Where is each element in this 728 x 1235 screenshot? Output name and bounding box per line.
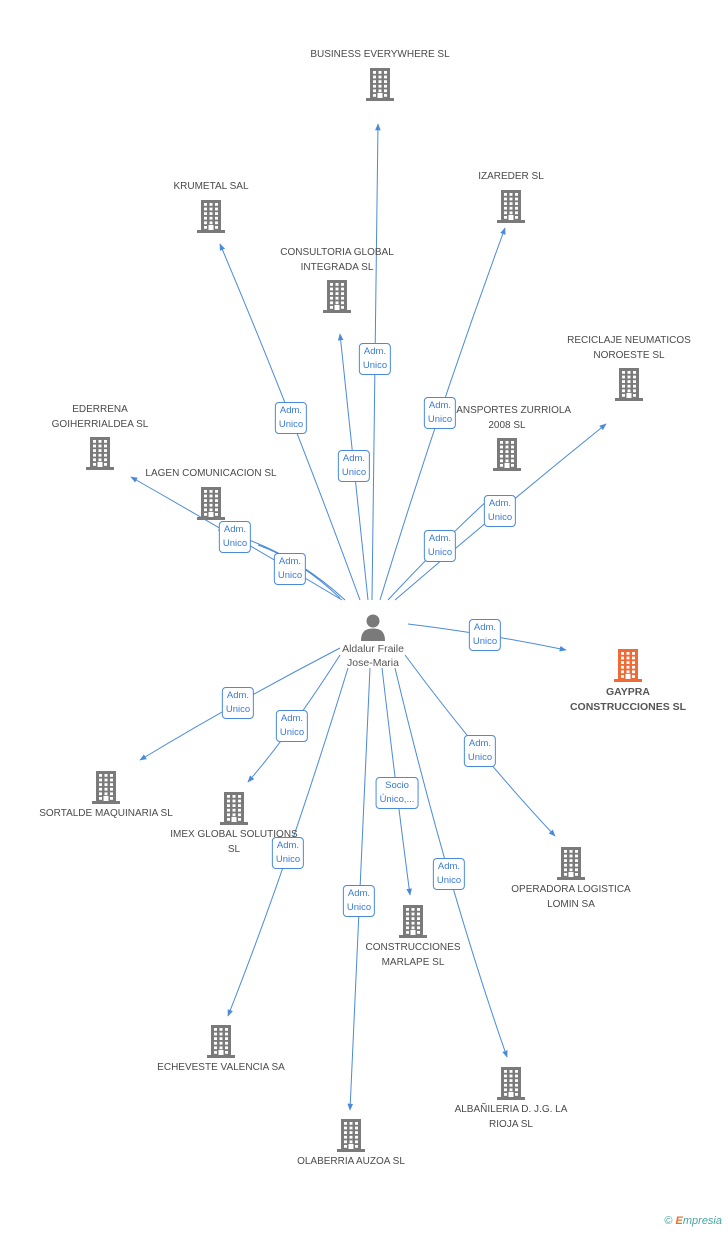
relation-label-lagen[interactable]: Adm.Unico [273,553,307,585]
company-node-marlape[interactable]: CONSTRUCCIONES MARLAPE SL [343,904,483,970]
company-node-lagen[interactable]: LAGEN COMUNICACION SL [141,467,281,520]
company-name: RECICLAJE NEUMATICOS NOROESTE SL [567,335,691,361]
company-name: BUSINESS EVERYWHERE SL [310,49,450,60]
company-node-krumetal[interactable]: KRUMETAL SAL [141,180,281,233]
company-name: KRUMETAL SAL [173,181,249,192]
building-icon [399,905,427,938]
building-icon [493,438,521,471]
building-icon [337,1119,365,1152]
brand-initial: E [675,1215,683,1227]
relation-label-transportes[interactable]: Adm.Unico [423,530,457,562]
relation-label-albanileria[interactable]: Adm.Unico [432,858,466,890]
company-name: OLABERRIA AUZOA SL [297,1156,405,1167]
company-node-gaypra[interactable]: GAYPRA CONSTRUCCIONES SL [558,648,698,714]
relation-label-izareder[interactable]: Adm.Unico [423,397,457,429]
relation-label-reciclaje[interactable]: Adm.Unico [483,495,517,527]
building-icon [497,1067,525,1100]
company-node-imex[interactable]: IMEX GLOBAL SOLUTIONS SL [164,791,304,857]
company-node-reciclaje[interactable]: RECICLAJE NEUMATICOS NOROESTE SL [559,334,699,401]
company-node-ederrena[interactable]: EDERRENA GOIHERRIALDEA SL [30,403,170,470]
relation-label-gaypra[interactable]: Adm.Unico [468,619,502,651]
company-node-echeveste[interactable]: ECHEVESTE VALENCIA SA [151,1024,291,1076]
building-icon [614,649,642,682]
company-name: GAYPRA CONSTRUCCIONES SL [569,686,687,713]
company-name: LAGEN COMUNICACION SL [145,468,277,479]
building-icon [197,199,225,233]
building-icon [366,67,394,101]
company-node-transportes[interactable]: TRANSPORTES ZURRIOLA 2008 SL [437,404,577,471]
company-node-operadora[interactable]: OPERADORA LOGISTICA LOMIN SA [501,846,641,912]
relation-label-ederrena[interactable]: Adm.Unico [218,521,252,553]
building-icon [323,280,351,313]
building-icon [557,847,585,880]
relation-label-operadora[interactable]: Adm.Unico [463,735,497,767]
relation-label-echeveste[interactable]: Adm.Unico [271,837,305,869]
company-node-izareder[interactable]: IZAREDER SL [441,170,581,223]
company-name: EDERRENA GOIHERRIALDEA SL [51,404,149,430]
relation-label-imex[interactable]: Adm.Unico [275,710,309,742]
building-icon [497,189,525,223]
relation-label-olaberria[interactable]: Adm.Unico [342,885,376,917]
building-icon [86,437,114,470]
relation-label-sortalde[interactable]: Adm.Unico [221,687,255,719]
building-icon [92,771,120,804]
credit: © Empresia [664,1215,722,1227]
building-icon [207,1025,235,1058]
building-icon [197,486,225,520]
company-name: SORTALDE MAQUINARIA SL [39,808,173,819]
company-node-sortalde[interactable]: SORTALDE MAQUINARIA SL [36,770,176,822]
company-node-albanileria[interactable]: ALBAÑILERIA D. J.G. LA RIOJA SL [441,1066,581,1132]
copyright-symbol: © [664,1215,673,1227]
company-name: ALBAÑILERIA D. J.G. LA RIOJA SL [454,1104,568,1130]
company-node-olaberria[interactable]: OLABERRIA AUZOA SL [281,1118,421,1170]
company-name: OPERADORA LOGISTICA LOMIN SA [511,884,631,910]
building-icon [615,368,643,401]
relation-label-consultoria[interactable]: Adm.Unico [337,450,371,482]
person-name: Aldalur Fraile Jose-Maria [342,643,404,669]
company-node-consultoria[interactable]: CONSULTORIA GLOBAL INTEGRADA SL [267,246,407,313]
company-name: TRANSPORTES ZURRIOLA 2008 SL [442,405,572,431]
company-name: ECHEVESTE VALENCIA SA [157,1062,285,1073]
relation-label-business[interactable]: Adm.Unico [358,343,392,375]
company-node-business[interactable]: BUSINESS EVERYWHERE SL [310,48,450,101]
company-name: IZAREDER SL [478,171,544,182]
person-node[interactable]: Aldalur Fraile Jose-Maria [328,612,418,670]
building-icon [220,792,248,825]
company-name: CONSTRUCCIONES MARLAPE SL [365,942,461,968]
person-icon [361,614,385,641]
relation-label-krumetal[interactable]: Adm.Unico [274,402,308,434]
company-name: IMEX GLOBAL SOLUTIONS SL [170,829,298,855]
brand-rest: mpresia [682,1215,722,1227]
company-name: CONSULTORIA GLOBAL INTEGRADA SL [280,247,394,273]
